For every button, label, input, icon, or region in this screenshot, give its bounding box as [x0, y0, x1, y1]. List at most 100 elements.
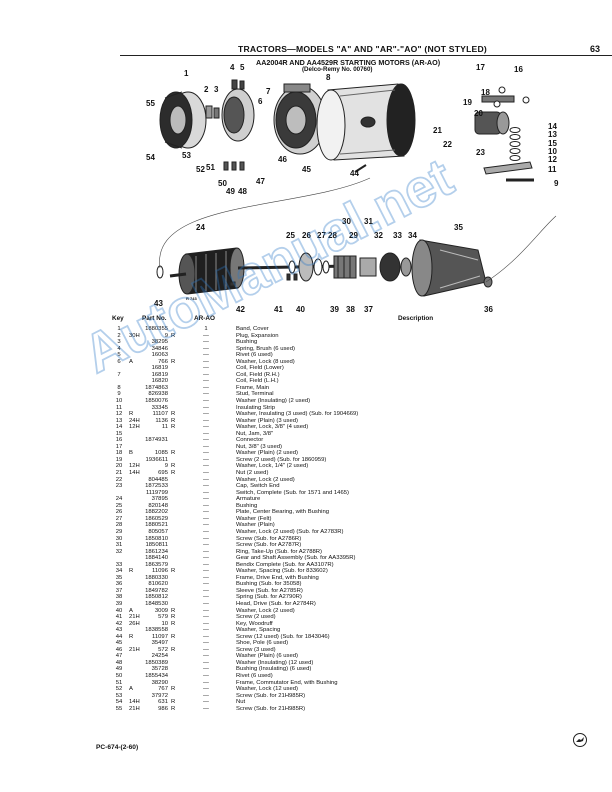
callout-number: 49 [226, 187, 235, 196]
row-ar-ao: 1 [204, 326, 208, 332]
row-ar-ao: — [203, 686, 209, 693]
row-key: 28 [115, 522, 123, 529]
row-ar-ao: — [203, 509, 209, 516]
callout-number: 1 [184, 69, 189, 78]
row-key: 53 [115, 692, 123, 699]
row-description: Plug, Expansion [236, 332, 279, 339]
row-part-number: 35728 [151, 666, 168, 673]
row-part-suffix: R [171, 705, 176, 712]
callout-number: 2 [204, 85, 209, 94]
row-ar-ao: — [203, 561, 209, 568]
row-ar-ao: — [203, 679, 209, 686]
row-description: Cap, Switch End [236, 483, 280, 490]
row-description: Screw (Sub. for 21H985R) [236, 692, 306, 699]
row-key: 55 [115, 705, 123, 712]
row-key: 8 [117, 384, 121, 391]
row-description: Bendix Complete (Sub. for AA3107R) [236, 561, 334, 568]
row-part-suffix: R [171, 470, 176, 477]
row-key: 42 [115, 620, 123, 627]
row-ar-ao: — [203, 417, 209, 424]
row-part-number: 1848530 [145, 600, 168, 607]
row-description: Coil, Field (R.H.) [236, 371, 280, 378]
row-part-number: 572 [158, 646, 168, 653]
row-part-number: 10 [161, 620, 168, 627]
row-description: Washer, Spacing [236, 627, 281, 634]
row-part-number: 1880355 [145, 326, 168, 332]
row-part-number: 1850076 [145, 398, 168, 405]
row-ar-ao: — [203, 391, 209, 398]
row-ar-ao: — [203, 666, 209, 673]
row-description: Washer, Lock (12 used) [236, 686, 298, 693]
row-part-number: 805057 [148, 528, 168, 535]
parts-table-header: Key Part No. AR-AO Description [112, 315, 452, 324]
row-description: Nut [236, 699, 246, 706]
row-ar-ao: — [203, 614, 209, 621]
row-part-prefix: 21H [129, 646, 140, 653]
row-part-number: 1085 [154, 450, 168, 457]
row-ar-ao: — [203, 574, 209, 581]
row-ar-ao: — [203, 404, 209, 411]
callout-number: 55 [146, 99, 155, 108]
armature-drawing [169, 247, 351, 295]
row-part-prefix: A [129, 358, 133, 365]
row-key: 40 [115, 607, 123, 614]
row-ar-ao: — [203, 659, 209, 666]
callout-number: 18 [481, 88, 490, 97]
row-description: Screw (2 used) [236, 614, 276, 621]
switch-assembly-drawing [474, 86, 530, 161]
row-description: Nut, Jam, 3/8" [236, 430, 274, 437]
row-part-number: 16819 [151, 371, 168, 378]
row-ar-ao: — [203, 692, 209, 699]
row-key: 9 [117, 391, 121, 398]
row-key: 25 [115, 502, 123, 509]
row-key: 48 [115, 659, 123, 666]
row-ar-ao: — [203, 411, 209, 418]
row-description: Washer (Plain) (6 used) [236, 653, 298, 660]
row-description: Nut (2 used) [236, 470, 269, 477]
row-key: 24 [115, 496, 123, 503]
row-part-number: 1119799 [145, 489, 168, 496]
row-part-prefix: 14H [129, 699, 140, 706]
callout-number: 33 [393, 231, 402, 240]
callout-number: 23 [476, 148, 485, 157]
callout-number: 21 [433, 126, 442, 135]
row-ar-ao: — [203, 450, 209, 457]
row-part-number: 1838558 [145, 627, 168, 634]
callout-number: 30 [342, 217, 351, 226]
row-description: Band, Cover [236, 326, 269, 332]
row-part-number: 1884140 [145, 555, 168, 562]
callout-number: 50 [218, 179, 227, 188]
row-part-prefix: A [129, 686, 133, 693]
row-key: 13 [115, 417, 123, 424]
row-part-prefix: 24H [129, 417, 140, 424]
row-key: 6 [117, 358, 121, 365]
row-part-number: 1849782 [145, 587, 168, 594]
row-key: 47 [115, 653, 123, 660]
row-part-number: 631 [158, 699, 168, 706]
row-ar-ao: — [203, 699, 209, 706]
row-key: 30 [115, 535, 123, 542]
callout-number: 52 [196, 165, 205, 174]
row-description: Bushing (Sub. for 35058) [236, 581, 302, 588]
row-part-number: 1855434 [145, 672, 168, 679]
row-part-number: 16820 [151, 378, 168, 385]
row-ar-ao: — [203, 456, 209, 463]
deere-deer-logo-icon [573, 733, 587, 747]
row-part-number: 1880330 [145, 574, 168, 581]
row-description: Coil, Field (L.H.) [236, 378, 279, 385]
row-part-number: 826938 [148, 391, 168, 398]
row-ar-ao: — [203, 600, 209, 607]
row-part-number: 9 [164, 332, 168, 339]
row-ar-ao: — [203, 502, 209, 509]
callout-number: 36 [484, 305, 493, 314]
bendix-drive-drawing [333, 252, 412, 282]
row-part-suffix: R [171, 463, 176, 470]
row-part-number: 9 [164, 463, 168, 470]
row-part-suffix: R [171, 424, 176, 431]
row-description: Bushing (Insulating) (6 used) [236, 666, 312, 673]
drive-end-frame-drawing [411, 239, 487, 297]
row-part-suffix: R [171, 450, 176, 457]
callout-number: 41 [274, 305, 283, 314]
row-description: Bushing [236, 339, 258, 346]
col-part-no-header: Part No. [142, 315, 167, 322]
